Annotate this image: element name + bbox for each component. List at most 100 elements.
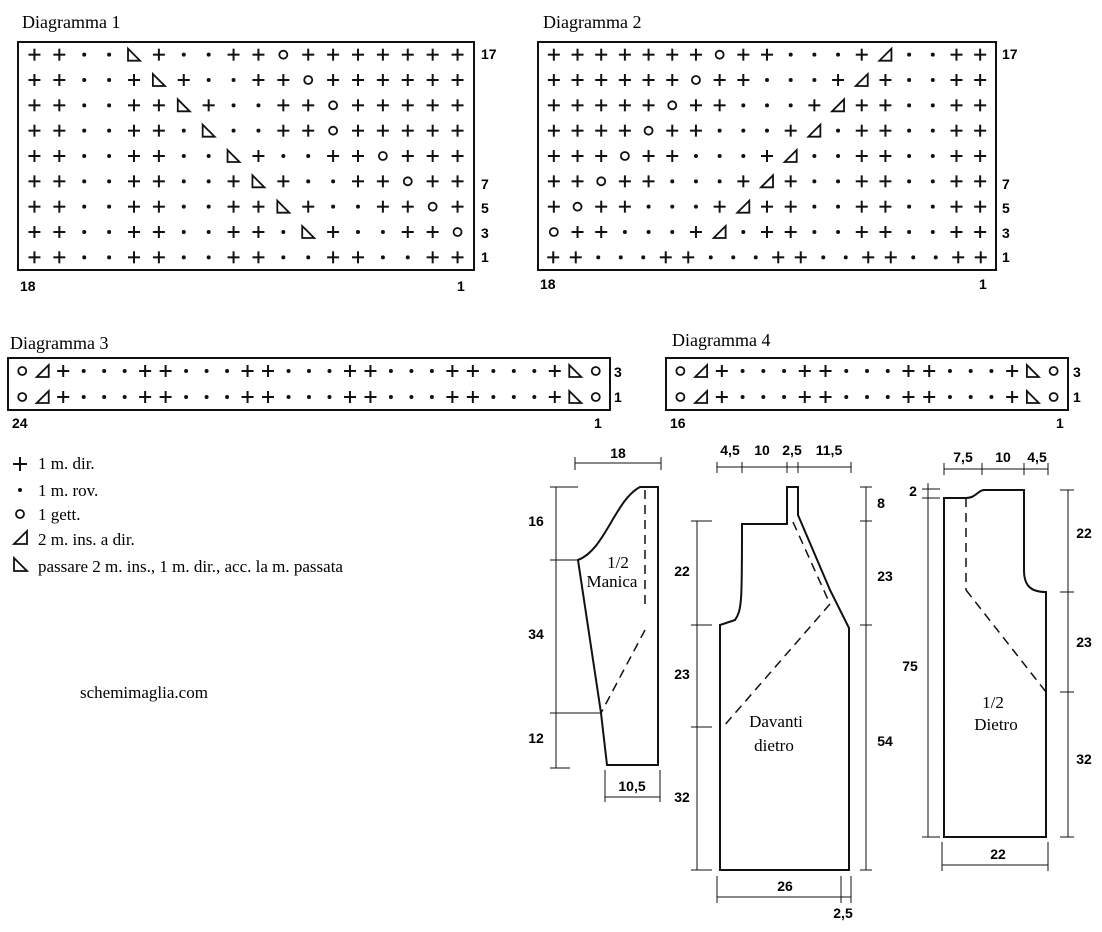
knit-stitch-symbol — [352, 150, 364, 162]
knit-stitch-symbol — [618, 74, 631, 86]
purl-stitch-symbol — [646, 230, 651, 234]
row-number: 3 — [1073, 364, 1081, 380]
knit-stitch-symbol — [659, 251, 672, 264]
purl-stitch-symbol — [206, 154, 211, 158]
knit-stitch-symbol — [761, 150, 773, 162]
purl-stitch-symbol — [989, 369, 994, 373]
knit-stitch-symbol — [689, 226, 702, 238]
purl-stitch-symbol — [82, 255, 87, 260]
purl-stitch-symbol — [930, 103, 935, 108]
purl-stitch-symbol — [107, 204, 112, 209]
yarn-over-symbol — [402, 176, 413, 187]
purl-stitch-symbol — [181, 179, 186, 184]
purl-stitch-symbol — [741, 154, 746, 158]
diagram-4-col-left: 16 — [670, 415, 686, 431]
knit-stitch-symbol — [277, 74, 290, 86]
knit-stitch-symbol — [426, 251, 439, 264]
front-dim-bottom: 26 — [777, 878, 793, 894]
knit-stitch-symbol — [879, 150, 892, 162]
knit-stitch-symbol — [252, 200, 265, 213]
purl-stitch-symbol — [231, 103, 236, 108]
knit-stitch-symbol — [227, 251, 240, 264]
diagram-4-frame — [665, 357, 1069, 411]
purl-stitch-symbol — [511, 369, 516, 373]
purl-stitch-symbol — [930, 179, 935, 184]
knit-stitch-symbol — [302, 99, 315, 112]
purl-stitch-symbol — [206, 52, 211, 57]
yarn-over-symbol — [596, 176, 607, 187]
purl-stitch-symbol — [231, 128, 236, 133]
knit-stitch-symbol — [974, 226, 987, 238]
knit-stitch-symbol — [595, 200, 608, 213]
purl-stitch-symbol — [388, 395, 393, 399]
knit-stitch-symbol — [879, 226, 892, 238]
yarn-over-symbol — [675, 366, 686, 376]
purl-stitch-symbol — [812, 204, 817, 209]
k2tog-symbol — [806, 122, 822, 138]
knit-stitch-symbol — [426, 74, 439, 86]
knit-stitch-symbol — [277, 175, 290, 188]
knit-stitch-symbol — [595, 150, 608, 162]
sk2p-symbol — [226, 147, 242, 163]
knit-stitch-symbol — [376, 99, 389, 112]
knit-stitch-symbol — [446, 365, 459, 377]
knit-stitch-symbol — [343, 365, 356, 377]
yarn-over-symbol — [691, 75, 701, 85]
purl-stitch-symbol — [206, 179, 211, 184]
k2tog-symbol — [829, 97, 845, 113]
purl-stitch-symbol — [511, 395, 516, 399]
purl-stitch-symbol — [256, 103, 261, 108]
diagram-1-symbols — [28, 46, 464, 264]
yarn-over-symbol — [452, 227, 463, 237]
knit-stitch-symbol — [28, 200, 41, 213]
knit-stitch-symbol — [376, 175, 389, 188]
purl-stitch-symbol — [741, 128, 746, 133]
knit-stitch-symbol — [202, 99, 215, 112]
purl-stitch-symbol — [491, 395, 496, 399]
purl-stitch-symbol — [225, 369, 230, 373]
purl-stitch-symbol — [380, 255, 385, 260]
knit-stitch-symbol — [713, 74, 726, 86]
knit-stitch-symbol — [152, 48, 165, 61]
knit-stitch-symbol — [277, 124, 290, 137]
knit-stitch-symbol — [713, 99, 726, 112]
knit-stitch-symbol — [737, 74, 750, 86]
front-dim-right-top: 8 — [877, 495, 885, 511]
front-neck-line — [792, 521, 831, 605]
knit-stitch-symbol — [277, 99, 290, 112]
purl-stitch-symbol — [405, 255, 410, 260]
yarn-over-symbol — [667, 100, 678, 111]
knit-stitch-symbol — [152, 150, 165, 162]
purl-stitch-symbol — [409, 395, 414, 399]
purl-stitch-symbol — [206, 204, 211, 209]
knit-stitch-symbol — [302, 48, 315, 61]
diagram-2-frame — [537, 41, 997, 271]
purl-stitch-symbol — [930, 128, 935, 133]
purl-stitch-symbol — [107, 103, 112, 108]
k2tog-symbol — [692, 388, 709, 404]
knit-stitch-symbol — [376, 74, 389, 86]
knit-stitch-symbol — [426, 99, 439, 112]
k2tog-symbol — [34, 388, 50, 404]
knit-stitch-symbol — [794, 251, 807, 264]
purl-stitch-symbol — [429, 369, 434, 373]
row-number: 5 — [1002, 200, 1010, 216]
diagram-2-row-numbers: 17 7 5 3 1 — [1002, 46, 1018, 265]
knit-stitch-symbol — [1006, 365, 1019, 377]
knit-stitch-symbol — [595, 124, 608, 137]
knit-stitch-symbol — [426, 124, 439, 137]
knit-stitch-symbol — [451, 175, 464, 188]
knit-stitch-symbol — [974, 200, 987, 213]
yarn-over-symbol — [377, 151, 388, 161]
purl-stitch-symbol — [708, 255, 713, 260]
knit-stitch-symbol — [682, 251, 695, 264]
knit-stitch-symbol — [352, 175, 364, 188]
purl-stitch-symbol — [327, 395, 332, 399]
knit-stitch-symbol — [879, 99, 892, 112]
knit-stitch-symbol — [784, 200, 797, 213]
knit-stitch-symbol — [327, 48, 340, 61]
knit-stitch-symbol — [571, 226, 584, 238]
purl-stitch-symbol — [306, 154, 311, 158]
purl-stitch-symbol — [865, 395, 869, 399]
purl-stitch-symbol — [204, 369, 209, 373]
